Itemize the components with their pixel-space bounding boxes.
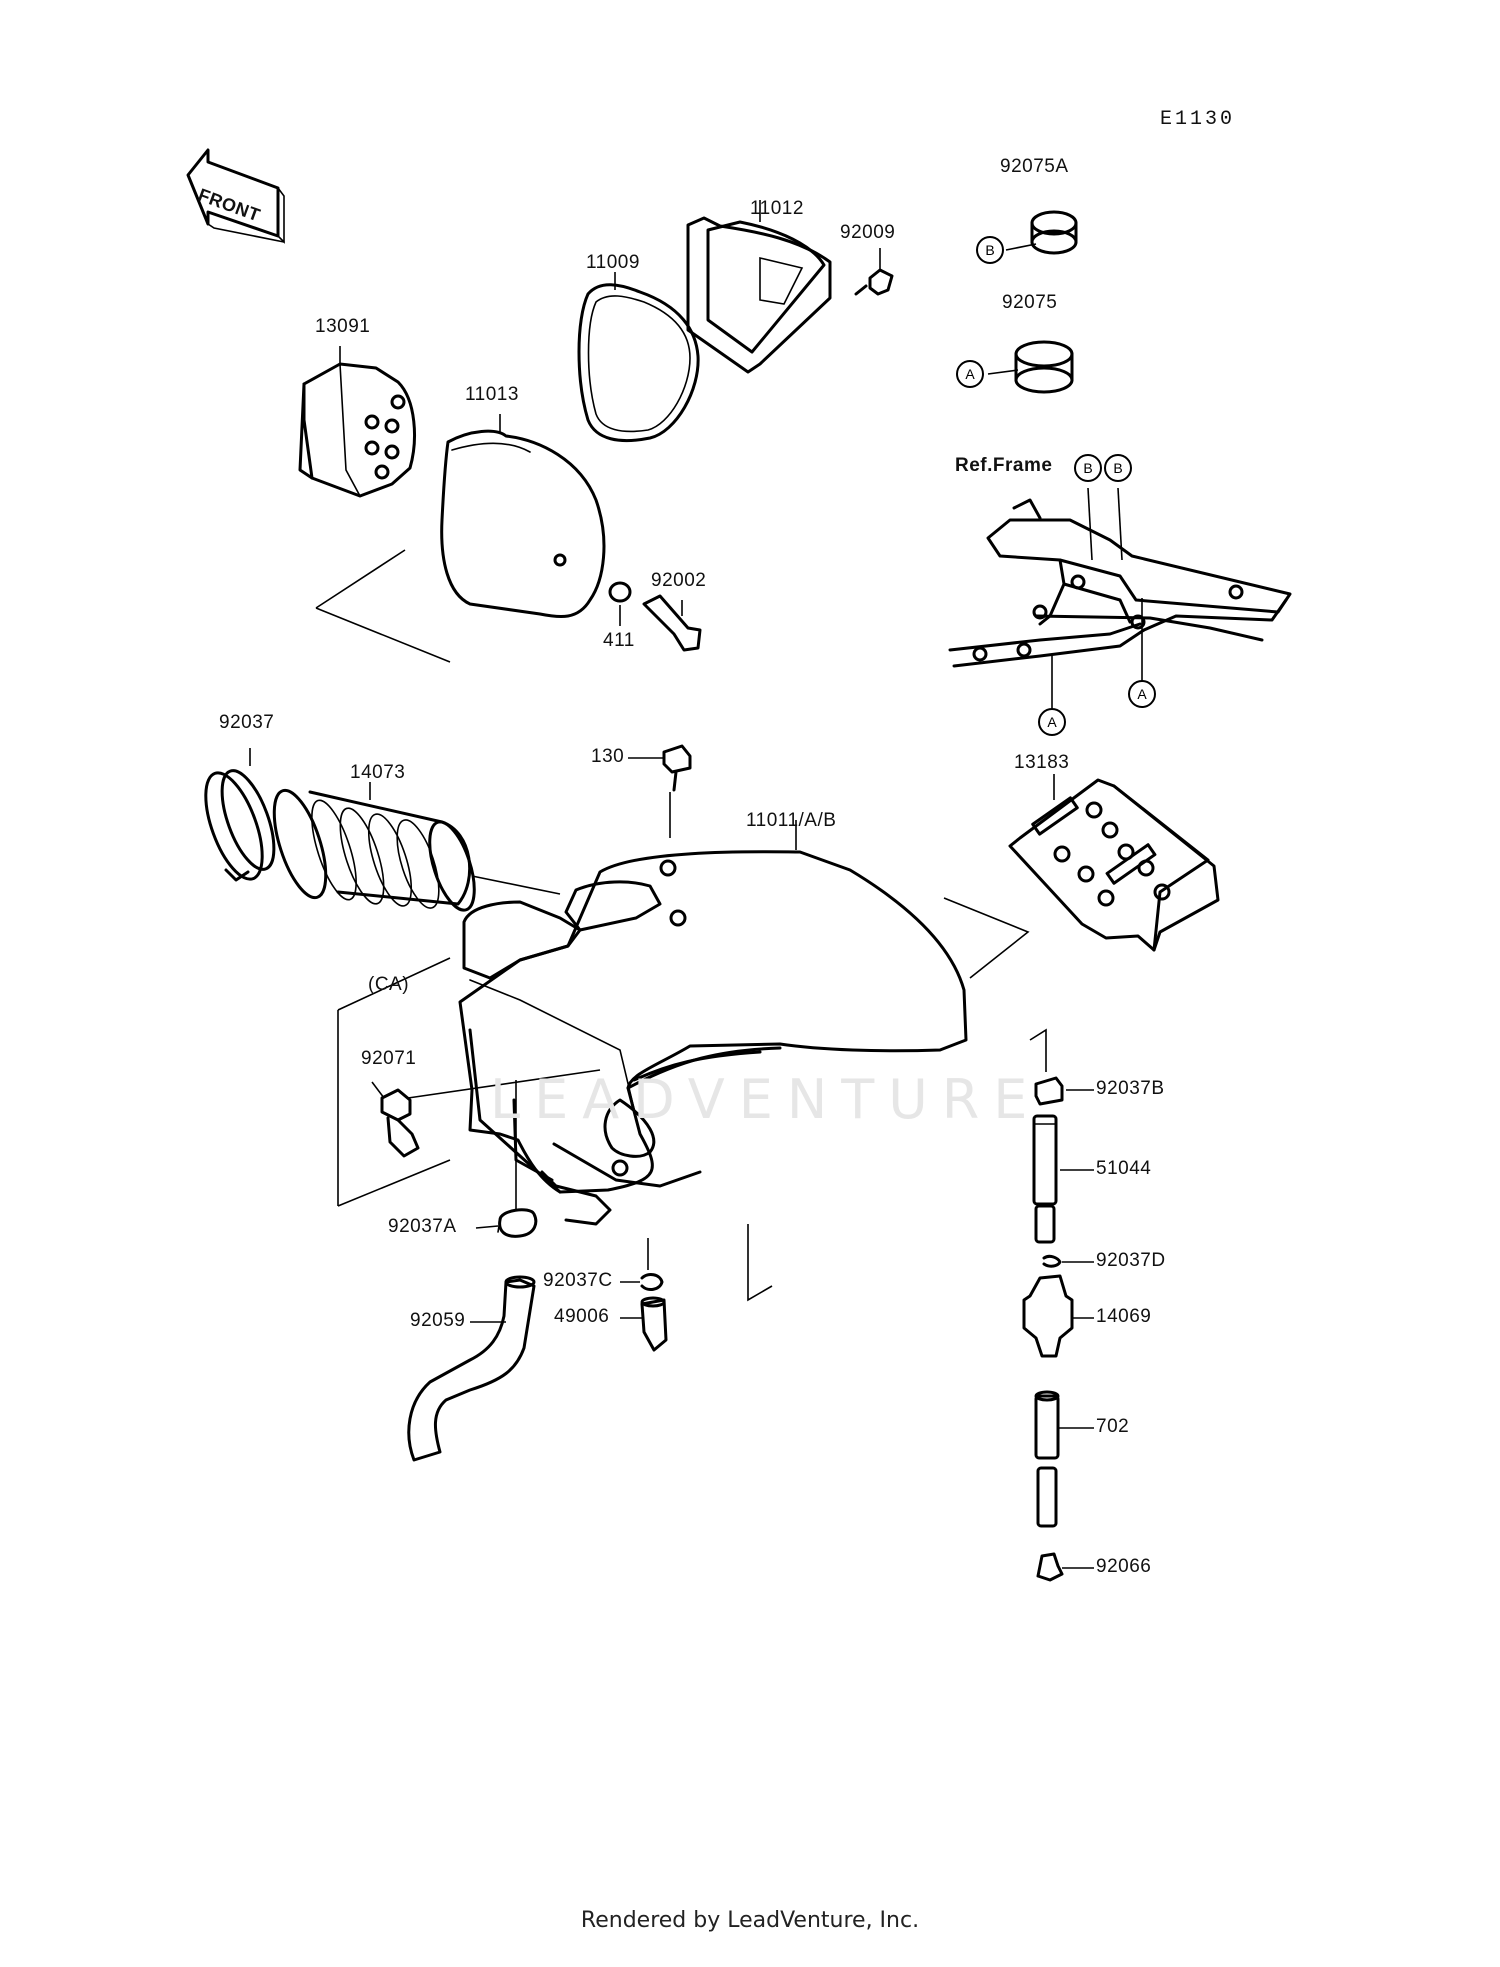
case-11011 [407,820,968,1226]
callout-b-92075a: B [976,236,1004,264]
part-label-14073: 14073 [350,762,406,783]
watermark: LEADVENTURE [490,1068,1042,1131]
part-label-ca: (CA) [368,974,410,995]
part-label-49006: 49006 [554,1306,610,1327]
part-label-11009: 11009 [586,252,640,273]
cap-49006 [620,1296,668,1352]
part-label-92009: 92009 [840,222,896,243]
vent-assembly [1022,1028,1094,1582]
part-label-11012: 11012 [750,198,804,219]
part-label-92037: 92037 [219,712,275,733]
callout-a-frame-2: A [1038,708,1066,736]
callout-b-frame-1: B [1074,454,1102,482]
gasket-11009 [577,272,700,442]
collar-92075 [987,340,1074,394]
ca-bracket [337,957,451,1207]
filter-element-11013 [440,414,606,619]
part-label-130: 130 [591,746,625,767]
svg-text:A: A [1137,686,1147,702]
part-label-92075: 92075 [1002,292,1058,313]
bolt-92002 [642,594,702,652]
part-label-92037b: 92037B [1096,1078,1165,1099]
screen-13091 [298,346,416,498]
part-label-92059: 92059 [410,1310,466,1331]
svg-text:B: B [1083,460,1092,476]
part-label-11013: 11013 [465,384,519,405]
svg-text:A: A [1047,714,1057,730]
part-label-51044: 51044 [1096,1158,1152,1179]
bolt-130 [628,744,692,838]
callout-a-92075: A [956,360,984,388]
collar-92075a [1005,210,1078,255]
footer-credit: Rendered by LeadVenture, Inc. [580,1908,920,1933]
callout-b-frame-2: B [1104,454,1132,482]
svg-text:B: B [1113,460,1122,476]
part-label-411: 411 [603,630,635,651]
part-label-92066: 92066 [1096,1556,1152,1577]
plate-13183 [1008,774,1220,952]
part-label-92002: 92002 [651,570,707,591]
front-arrow-icon [186,148,285,244]
part-label-14069: 14069 [1096,1306,1152,1327]
ref-frame-label: Ref.Frame [955,455,1053,476]
part-label-92075a: 92075A [1000,156,1069,177]
part-label-13183: 13183 [1014,752,1070,773]
holder-11012 [686,200,832,374]
clamp-92037a [475,1080,538,1238]
part-label-11011ab: 11011/A/B [746,810,837,831]
part-label-13091: 13091 [315,316,371,337]
washer-411 [608,581,632,626]
screw-92009 [854,248,894,296]
frame-reference [948,487,1292,710]
svg-text:A: A [965,366,975,382]
part-label-92037d: 92037D [1096,1250,1166,1271]
part-label-702: 702 [1096,1416,1130,1437]
part-label-92071: 92071 [361,1048,417,1069]
svg-text:B: B [985,242,994,258]
fitting-92071 [371,1081,420,1158]
duct-14073 [272,782,561,912]
part-label-92037c: 92037C [543,1270,613,1291]
callout-a-frame-1: A [1128,680,1156,708]
hose-92059 [407,1275,536,1462]
clamp-92037 [204,748,276,882]
clip-92037c [620,1238,664,1291]
diagram-code: E1130 [1160,108,1236,131]
part-label-92037a: 92037A [388,1216,457,1237]
